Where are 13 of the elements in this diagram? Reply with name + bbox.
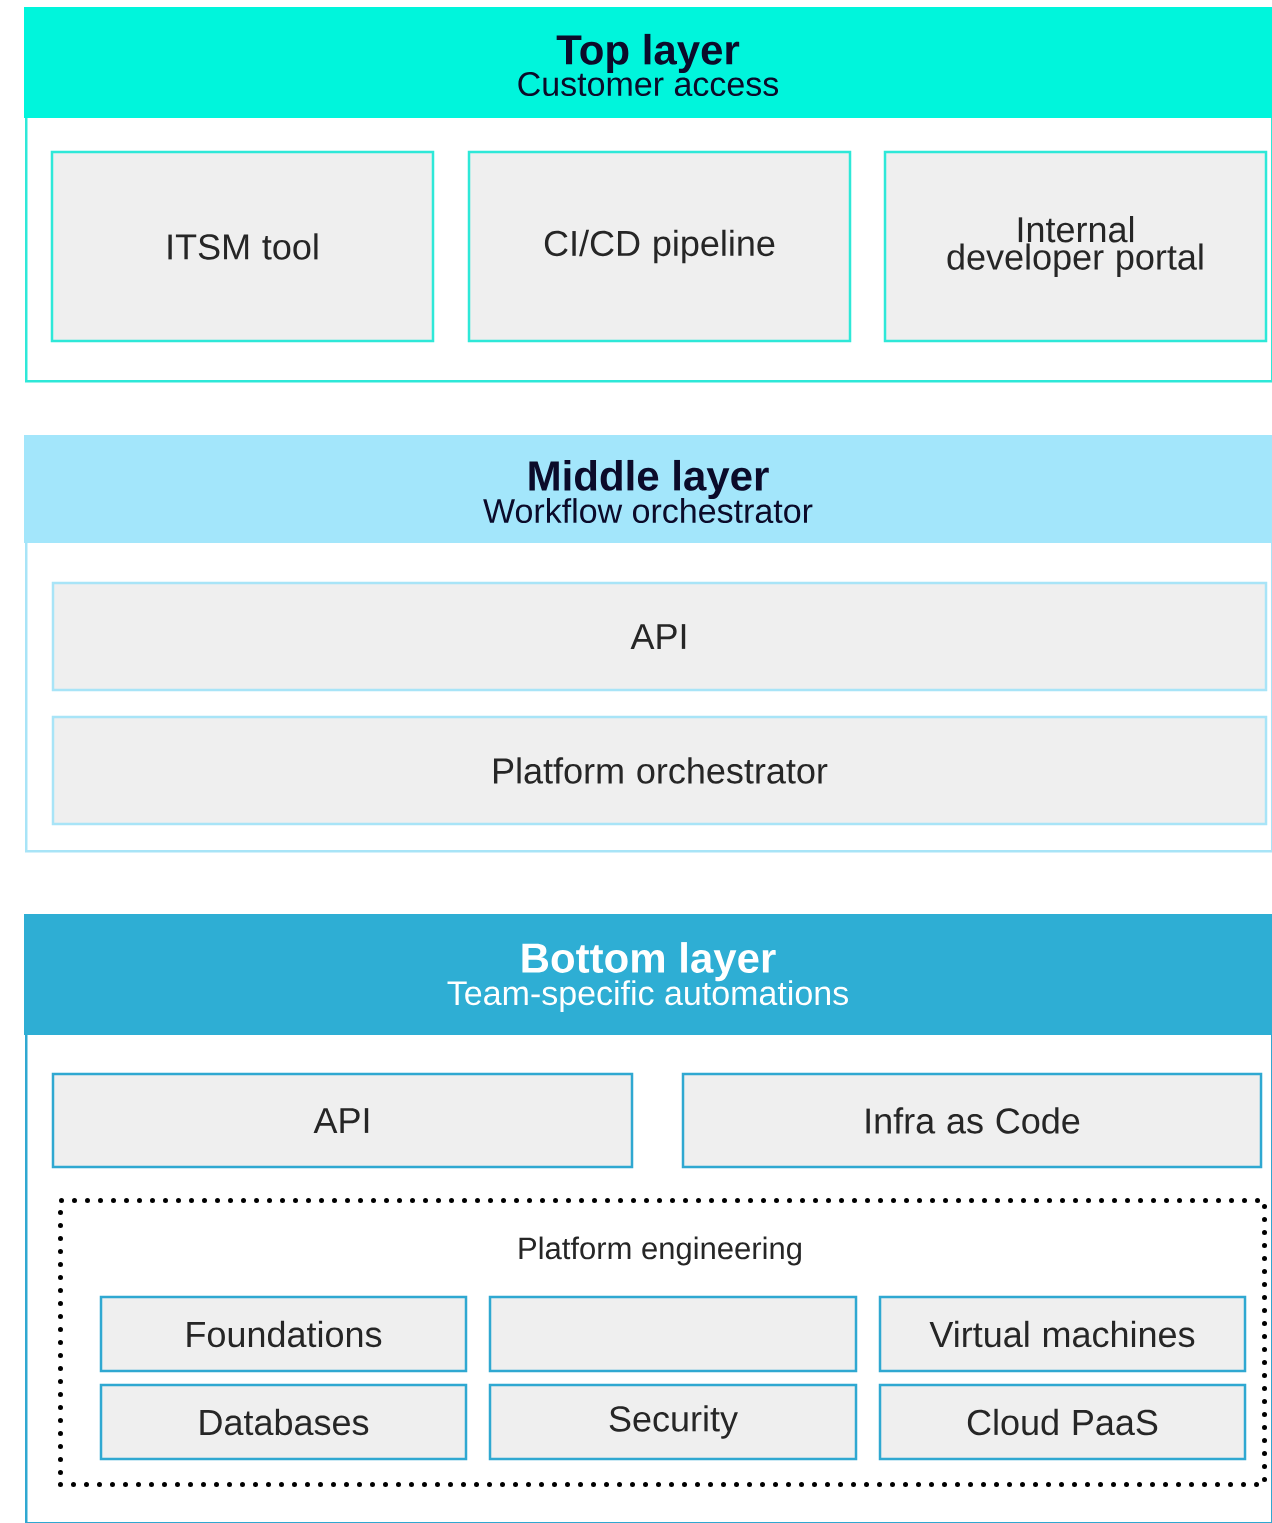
component-box: API — [51, 581, 1268, 692]
component-box: ITSM tool — [50, 150, 435, 343]
component-box: Infra as Code — [681, 1072, 1263, 1169]
component-box: Internal developer portal — [883, 150, 1268, 343]
component-box: CI/CD pipeline — [467, 150, 852, 343]
component-box: Platform orchestrator — [51, 715, 1268, 826]
component-box: Security — [488, 1383, 858, 1461]
component-box: Virtual machines — [878, 1295, 1247, 1373]
component-box — [488, 1295, 858, 1373]
component-box: API — [51, 1072, 634, 1169]
component-box: Foundations — [99, 1295, 468, 1373]
component-box: Databases — [99, 1383, 468, 1461]
component-box: Cloud PaaS — [878, 1383, 1247, 1461]
